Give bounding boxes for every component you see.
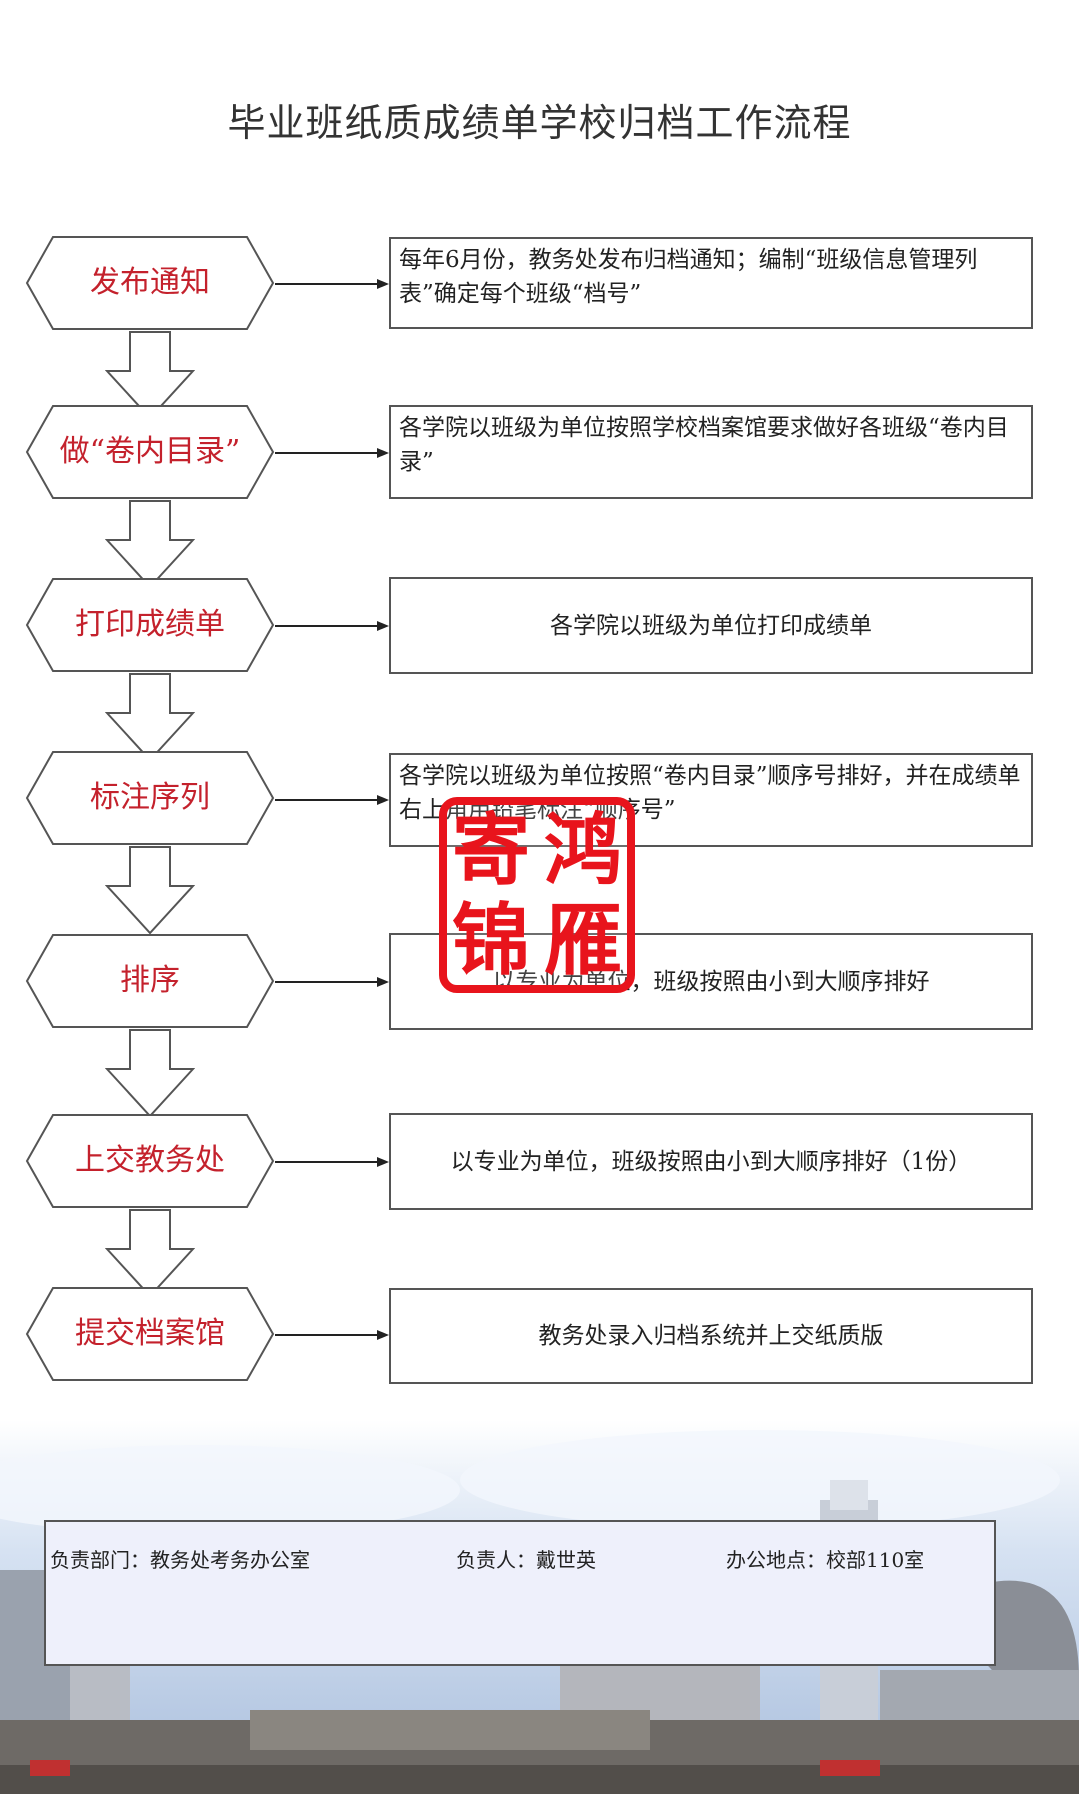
right-arrow-icon	[275, 795, 389, 805]
location-text: 办公地点：校部110室	[726, 1548, 925, 1572]
stamp-character: 寄	[452, 805, 530, 896]
step-node: 上交教务处	[25, 1113, 275, 1209]
down-arrow-icon	[105, 846, 195, 935]
step-description: 各学院以班级为单位打印成绩单	[389, 577, 1033, 674]
right-arrow-icon	[275, 1157, 389, 1167]
page-title: 毕业班纸质成绩单学校归档工作流程	[227, 101, 852, 145]
step-label: 提交档案馆	[75, 1316, 225, 1351]
watermark-stamp: 寄鸿锦雁	[439, 797, 635, 993]
down-arrow-icon	[105, 673, 195, 762]
down-arrow-icon	[105, 500, 195, 589]
down-arrow-icon	[105, 331, 195, 420]
step-node: 标注序列	[25, 750, 275, 846]
step-label: 标注序列	[90, 780, 210, 815]
right-arrow-icon	[275, 621, 389, 631]
department-text: 负责部门：教务处考务办公室	[50, 1548, 310, 1572]
hexagon-shape	[25, 1287, 275, 1381]
step-node: 打印成绩单	[25, 577, 275, 673]
step-label: 打印成绩单	[75, 607, 225, 642]
step-node: 排序	[25, 933, 275, 1029]
hexagon-shape	[25, 236, 275, 330]
step-label: 排序	[120, 963, 180, 998]
person-text: 负责人：戴世英	[456, 1548, 596, 1572]
hexagon-shape	[25, 578, 275, 672]
step-description: 教务处录入归档系统并上交纸质版	[389, 1288, 1033, 1384]
right-arrow-icon	[275, 1330, 389, 1340]
step-node: 提交档案馆	[25, 1286, 275, 1382]
step-label: 上交教务处	[75, 1143, 225, 1178]
stamp-character: 鸿	[544, 805, 622, 896]
hexagon-shape	[25, 405, 275, 499]
down-arrow-icon	[105, 1209, 195, 1298]
step-node: 发布通知	[25, 235, 275, 331]
step-description: 各学院以班级为单位按照学校档案馆要求做好各班级“卷内目录”	[389, 405, 1033, 499]
step-description: 以专业为单位，班级按照由小到大顺序排好（1份）	[389, 1113, 1033, 1210]
stamp-character: 锦	[452, 895, 530, 986]
down-arrow-icon	[105, 1029, 195, 1118]
step-label: 做“卷内目录”	[59, 434, 241, 469]
hexagon-shape	[25, 1114, 275, 1208]
right-arrow-icon	[275, 977, 389, 987]
step-label: 发布通知	[90, 265, 210, 300]
step-node: 做“卷内目录”	[25, 404, 275, 500]
contact-info-panel: 负责部门：教务处考务办公室 负责人：戴世英 办公地点：校部110室	[44, 1520, 996, 1666]
right-arrow-icon	[275, 279, 389, 289]
hexagon-shape	[25, 934, 275, 1028]
right-arrow-icon	[275, 448, 389, 458]
step-description: 每年6月份，教务处发布归档通知；编制“班级信息管理列表”确定每个班级“档号”	[389, 237, 1033, 329]
hexagon-shape	[25, 751, 275, 845]
stamp-character: 雁	[544, 895, 622, 986]
